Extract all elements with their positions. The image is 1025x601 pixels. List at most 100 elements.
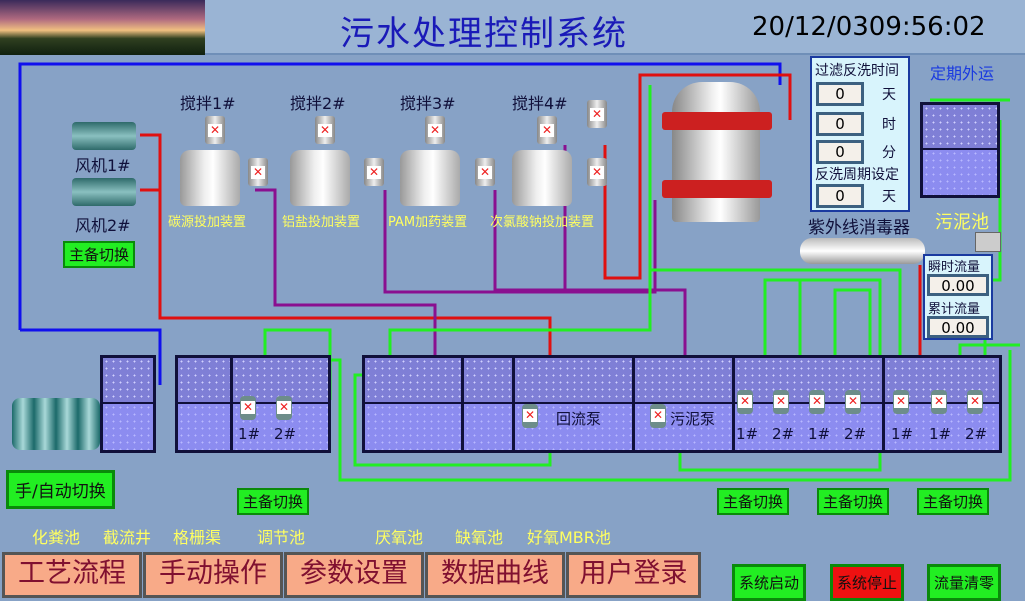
purple-pipe [493, 190, 687, 375]
mixer-3-motor-icon[interactable] [425, 116, 445, 144]
return-pump-icon[interactable] [522, 404, 538, 428]
anoxic-tank [461, 355, 515, 453]
dosing-tank-4 [512, 150, 572, 206]
dosing-pump-4-icon[interactable] [587, 158, 607, 186]
system-stop-button[interactable]: 系统停止 [830, 564, 905, 601]
intercept-well [175, 355, 233, 453]
flowmeter-icon [975, 232, 1001, 252]
backwash-day-input[interactable]: 0 [816, 82, 864, 106]
pump-label: 2# [274, 425, 297, 443]
nav-parameter-settings[interactable]: 参数设置 [284, 552, 424, 598]
blower-2-label: 风机2# [75, 216, 131, 235]
mixer-2-motor-icon[interactable] [315, 116, 335, 144]
filter-valves-top-icon[interactable] [662, 112, 772, 130]
tank-label: 缺氧池 [455, 528, 504, 547]
datetime: 20/12/0309:56:02 [752, 12, 986, 42]
dosing-tank-3 [400, 150, 460, 206]
mixer-3-label: 搅拌3# [400, 94, 456, 113]
nav-manual-operation[interactable]: 手动操作 [143, 552, 283, 598]
blower-switch-button[interactable]: 主备切换 [63, 241, 136, 268]
out-pump-icon[interactable] [967, 390, 983, 414]
adjust-pump-2-icon[interactable] [276, 396, 292, 420]
uv-label: 紫外线消毒器 [808, 218, 910, 238]
tank-label: 厌氧池 [375, 528, 424, 547]
out-switch-button[interactable]: 主备切换 [917, 488, 990, 515]
nav-user-login[interactable]: 用户登录 [566, 552, 701, 598]
anaerobic-tank [362, 355, 464, 453]
dosing-tank-2 [290, 150, 350, 206]
green-pipe [388, 85, 652, 360]
backwash-title: 过滤反洗时间 [815, 63, 899, 79]
mbr-pump-icon[interactable] [845, 390, 861, 414]
pump-label: 1# [891, 425, 914, 443]
manual-auto-button[interactable]: 手/自动切换 [6, 470, 115, 509]
dosing-3-label: PAM加药装置 [388, 215, 468, 230]
logo-image [0, 0, 205, 55]
dosing-pump-1-icon[interactable] [248, 158, 268, 186]
backwash-hour-input[interactable]: 0 [816, 112, 864, 136]
backwash-cycle-input[interactable]: 0 [816, 184, 864, 208]
mixer-1-motor-icon[interactable] [205, 116, 225, 144]
out-pump-icon[interactable] [893, 390, 909, 414]
return-pump-label: 回流泵 [556, 410, 602, 428]
flow-panel: 瞬时流量 0.00 累计流量 0.00 [923, 254, 993, 340]
dosing-tank-1 [180, 150, 240, 206]
system-start-button[interactable]: 系统启动 [732, 564, 807, 601]
mbr-pump-icon[interactable] [737, 390, 753, 414]
red-pipe [140, 133, 552, 375]
sludge-tank [920, 102, 1000, 198]
out-pump-icon[interactable] [931, 390, 947, 414]
dosing-valve-icon[interactable] [587, 100, 607, 128]
blower-1-label: 风机1# [75, 156, 131, 175]
red-pipe [603, 73, 792, 280]
filter-valves-bottom-icon[interactable] [662, 180, 772, 198]
pump-label: 2# [965, 425, 988, 443]
blue-pipe [20, 328, 162, 385]
dosing-pump-2-icon[interactable] [364, 158, 384, 186]
adjust-switch-button[interactable]: 主备切换 [237, 488, 310, 515]
pump-label: 1# [929, 425, 952, 443]
blower-1-icon[interactable] [72, 122, 136, 150]
total-flow-label: 累计流量 [928, 302, 981, 317]
instant-flow-label: 瞬时流量 [928, 260, 981, 275]
total-flow-value: 0.00 [927, 316, 989, 338]
tank-label: 截流井 [103, 528, 152, 547]
cycle-title: 反洗周期设定 [815, 167, 899, 183]
sludge-tank-label: 污泥池 [935, 212, 989, 233]
pump-label: 1# [238, 425, 261, 443]
backwash-panel: 过滤反洗时间 0 天 0 时 0 分 反洗周期设定 0 天 [810, 56, 910, 212]
adjust-pump-1-icon[interactable] [240, 396, 256, 420]
sludge-pump-icon[interactable] [650, 404, 666, 428]
tank-label: 调节池 [257, 528, 306, 547]
septic-tank [100, 355, 156, 453]
mbr-tank-2 [632, 355, 735, 453]
mixer-1-label: 搅拌1# [180, 94, 236, 113]
nav-process-flow[interactable]: 工艺流程 [2, 552, 142, 598]
mixer-4-motor-icon[interactable] [537, 116, 557, 144]
backwash-min-input[interactable]: 0 [816, 140, 864, 164]
day-unit: 天 [882, 87, 896, 103]
page-title: 污水处理控制系统 [340, 14, 628, 54]
mbr-switch-button-2[interactable]: 主备切换 [817, 488, 890, 515]
blower-2-icon[interactable] [72, 178, 136, 206]
tank-label: 格栅渠 [173, 528, 222, 547]
dosing-pump-3-icon[interactable] [475, 158, 495, 186]
mbr-tank-1 [512, 355, 635, 453]
mbr-pump-icon[interactable] [809, 390, 825, 414]
pump-label: 2# [772, 425, 795, 443]
purple-pipe [255, 188, 437, 375]
green-pipe [315, 350, 1012, 482]
periodic-out-label: 定期外运 [930, 64, 995, 83]
min-unit: 分 [882, 145, 896, 161]
pump-label: 2# [844, 425, 867, 443]
uv-disinfector [800, 238, 925, 264]
nav-data-curves[interactable]: 数据曲线 [425, 552, 565, 598]
mixer-4-label: 搅拌4# [512, 94, 568, 113]
flow-clear-button[interactable]: 流量清零 [927, 564, 1002, 601]
septic-tank-pipes [12, 398, 100, 450]
mixer-2-label: 搅拌2# [290, 94, 346, 113]
mbr-switch-button-1[interactable]: 主备切换 [717, 488, 790, 515]
purple-pipe [383, 190, 657, 294]
mbr-pump-icon[interactable] [773, 390, 789, 414]
